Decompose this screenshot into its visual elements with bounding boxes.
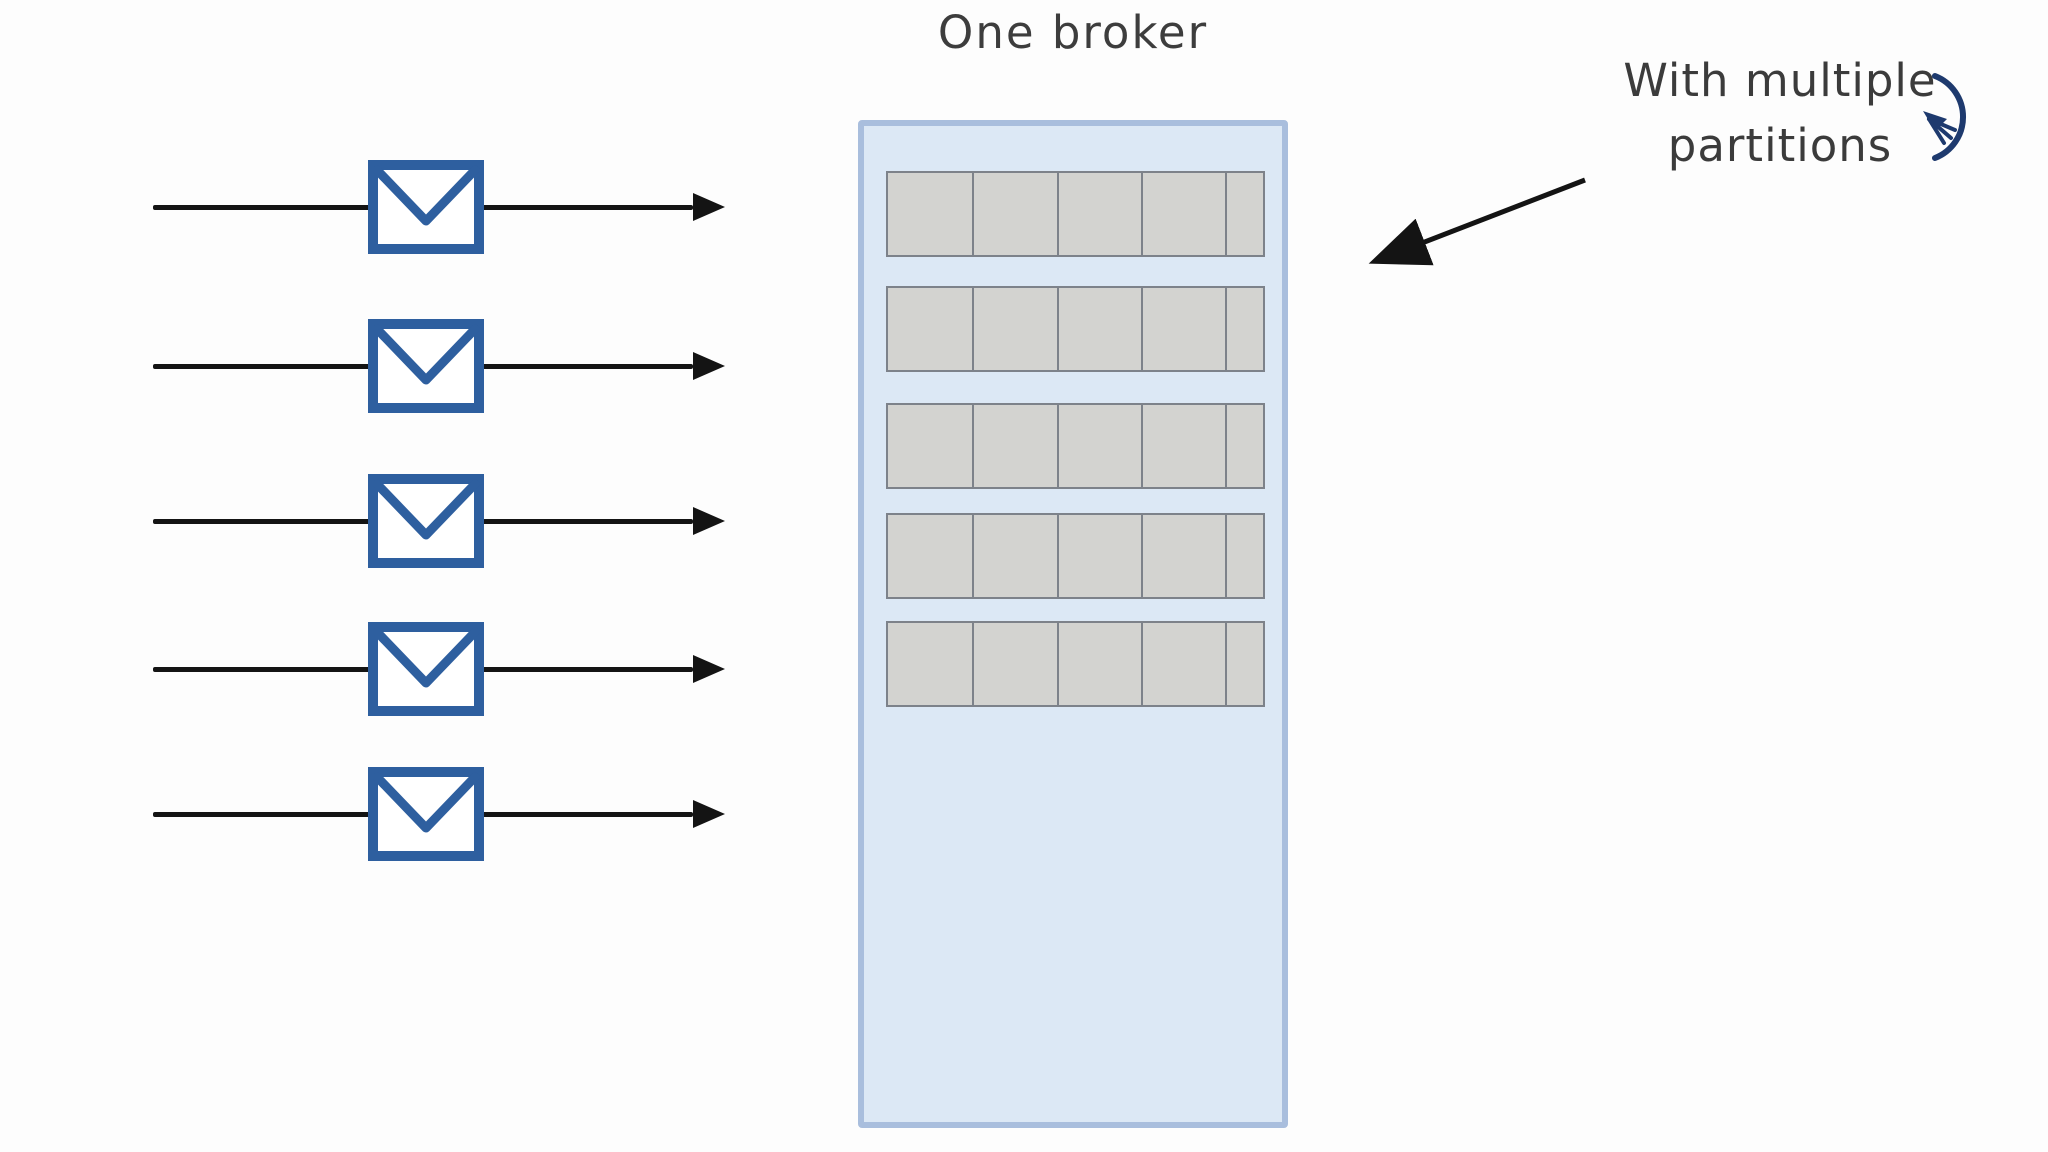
partition-cell	[1142, 405, 1228, 487]
broker-title: One broker	[937, 6, 1209, 59]
annotation-text: With multiple partitions	[1580, 48, 1980, 179]
broker-box	[858, 120, 1288, 1128]
partition-cell	[974, 173, 1059, 255]
message-arrowhead	[693, 352, 725, 380]
partition-cell	[1227, 623, 1264, 705]
partition-cell	[1142, 515, 1228, 597]
envelope-icon	[368, 319, 484, 417]
partition-cell	[1227, 173, 1264, 255]
annotation-line1: With multiple	[1623, 54, 1937, 107]
annotation-arrow	[1368, 177, 1586, 266]
partition-cell	[1227, 288, 1264, 370]
pointer-cursor-icon	[1923, 73, 1967, 161]
partition-cell	[1058, 173, 1143, 255]
partition-row	[886, 621, 1265, 707]
message-arrowhead	[693, 655, 725, 683]
partition-cell	[888, 173, 975, 255]
partition-row	[886, 403, 1265, 489]
partition-cell	[1058, 623, 1143, 705]
partition-cell	[1058, 515, 1143, 597]
envelope-icon	[368, 160, 484, 258]
partition-row	[886, 286, 1265, 372]
partition-cell	[974, 288, 1059, 370]
partition-row	[886, 513, 1265, 599]
partition-cell	[888, 288, 975, 370]
partition-row	[886, 171, 1265, 257]
partition-cell	[1142, 623, 1228, 705]
message-arrowhead	[693, 193, 725, 221]
message-arrowhead	[693, 507, 725, 535]
envelope-icon	[368, 622, 484, 720]
partition-cell	[888, 515, 975, 597]
annotation-line2: partitions	[1667, 119, 1893, 173]
partition-cell	[1227, 405, 1264, 487]
message-arrowhead	[693, 800, 725, 828]
partition-cell	[974, 623, 1059, 705]
partition-cell	[888, 623, 975, 705]
partition-cell	[1142, 288, 1228, 370]
partition-cell	[1058, 405, 1143, 487]
partition-cell	[974, 405, 1059, 487]
partition-cell	[1142, 173, 1228, 255]
partition-cell	[974, 515, 1059, 597]
envelope-icon	[368, 474, 484, 572]
envelope-icon	[368, 767, 484, 865]
partition-cell	[888, 405, 975, 487]
partition-cell	[1227, 515, 1264, 597]
partition-cell	[1058, 288, 1143, 370]
